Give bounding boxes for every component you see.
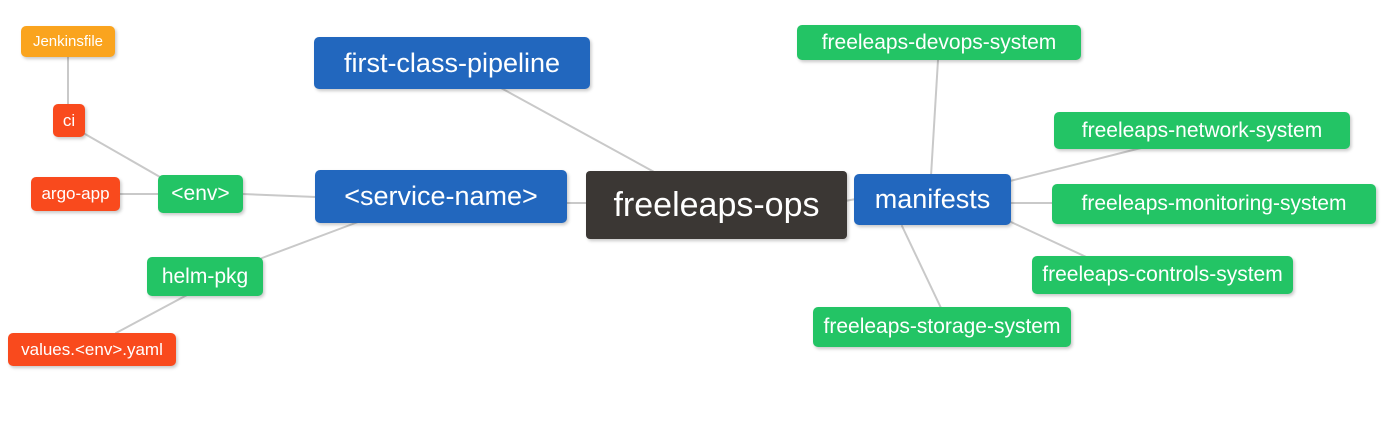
edge-manifests-storage — [901, 225, 942, 309]
edge-helmpkg-servicename — [261, 221, 359, 259]
edge-manifests-controls — [1010, 221, 1098, 263]
node-freeleaps-storage-system[interactable]: freeleaps-storage-system — [813, 307, 1071, 347]
node-root-freeleaps-ops-label: freeleaps-ops — [613, 185, 820, 224]
node-root-freeleaps-ops[interactable]: freeleaps-ops — [586, 171, 847, 239]
edge-manifests-devops — [930, 59, 939, 177]
node-freeleaps-network-system-label: freeleaps-network-system — [1081, 118, 1323, 142]
node-freeleaps-devops-system-label: freeleaps-devops-system — [821, 30, 1057, 54]
node-freeleaps-devops-system[interactable]: freeleaps-devops-system — [797, 25, 1081, 60]
edge-ci-env — [84, 133, 161, 178]
node-ci[interactable]: ci — [53, 104, 85, 137]
edge-pipeline-root — [500, 87, 657, 174]
node-env[interactable]: <env> — [158, 175, 243, 213]
node-values-env-yaml[interactable]: values.<env>.yaml — [8, 333, 176, 366]
node-argo-app[interactable]: argo-app — [31, 177, 120, 211]
node-helm-pkg[interactable]: helm-pkg — [147, 257, 263, 296]
node-manifests-label: manifests — [874, 184, 991, 214]
node-first-class-pipeline[interactable]: first-class-pipeline — [314, 37, 590, 89]
node-argo-app-label: argo-app — [41, 184, 110, 203]
edge-manifests-network — [1009, 147, 1142, 182]
node-env-label: <env> — [171, 182, 230, 205]
node-freeleaps-controls-system-label: freeleaps-controls-system — [1042, 263, 1283, 286]
node-jenkinsfile[interactable]: Jenkinsfile — [21, 26, 115, 57]
node-first-class-pipeline-label: first-class-pipeline — [343, 47, 561, 78]
edge-valuesyaml-helmpkg — [115, 294, 188, 334]
node-freeleaps-network-system[interactable]: freeleaps-network-system — [1054, 112, 1350, 149]
node-ci-label: ci — [62, 110, 76, 130]
node-freeleaps-controls-system[interactable]: freeleaps-controls-system — [1032, 256, 1293, 294]
edge-env-servicename — [242, 193, 317, 198]
node-freeleaps-monitoring-system[interactable]: freeleaps-monitoring-system — [1052, 184, 1376, 224]
node-jenkinsfile-label: Jenkinsfile — [32, 33, 104, 50]
node-freeleaps-monitoring-system-label: freeleaps-monitoring-system — [1081, 192, 1347, 215]
node-manifests[interactable]: manifests — [854, 174, 1011, 225]
node-values-env-yaml-label: values.<env>.yaml — [21, 339, 163, 359]
node-helm-pkg-label: helm-pkg — [161, 264, 249, 288]
node-freeleaps-storage-system-label: freeleaps-storage-system — [823, 315, 1061, 338]
node-service-name[interactable]: <service-name> — [315, 170, 567, 223]
node-service-name-label: <service-name> — [344, 181, 538, 211]
